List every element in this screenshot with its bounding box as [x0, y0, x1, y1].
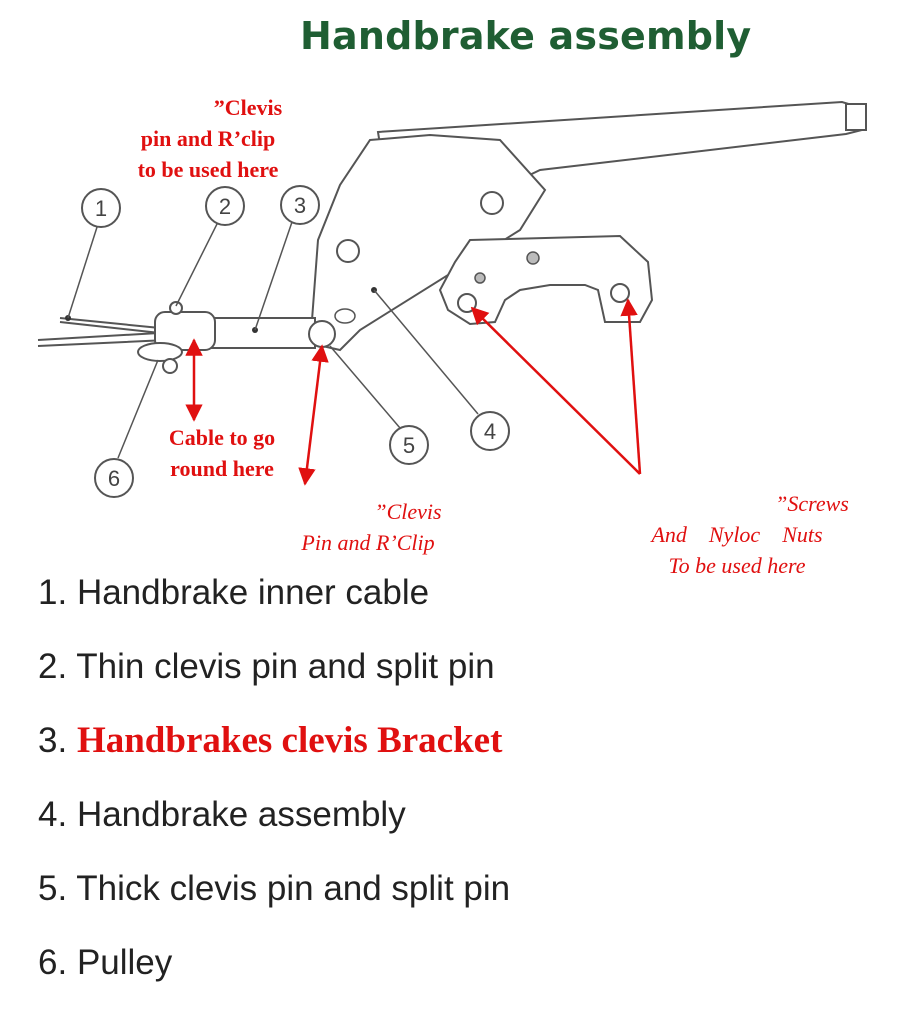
screw-arrow-left — [470, 306, 641, 475]
legend-text: Pulley — [76, 943, 173, 982]
svg-text:6: 6 — [108, 466, 120, 491]
note-line: ”Screws — [775, 491, 849, 516]
clevis-bracket — [204, 317, 316, 349]
note-cable: Cable to go round here — [152, 422, 292, 484]
svg-text:5: 5 — [403, 433, 415, 458]
legend-number: 1. — [38, 573, 68, 612]
annotation-arrows — [185, 298, 642, 486]
rivet — [474, 272, 486, 284]
note-clevis-top: ”Clevis pin and R’clip to be used here — [118, 92, 298, 185]
note-line: round here — [170, 456, 274, 481]
legend-number: 2. — [38, 647, 68, 686]
pulley-hub — [162, 358, 178, 374]
callout-6: 6 — [94, 458, 134, 498]
legend-text-highlight: Handbrakes clevis Bracket — [76, 720, 503, 761]
legend-item-6: 6. Pulley — [38, 938, 510, 1012]
rivet — [526, 251, 540, 265]
clevis-pin-arrow — [298, 344, 329, 486]
legend-item-3: 3. Handbrakes clevis Bracket — [38, 716, 510, 790]
note-line: ”Clevis — [213, 95, 283, 120]
callout-4: 4 — [470, 411, 510, 451]
note-clevis-bottom: ”Clevis Pin and R’Clip — [278, 496, 458, 558]
svg-text:4: 4 — [484, 419, 496, 444]
callout-3: 3 — [280, 185, 320, 225]
callout-2: 2 — [205, 186, 245, 226]
parts-legend: 1. Handbrake inner cable 2. Thin clevis … — [38, 568, 510, 1012]
pulley — [137, 342, 183, 362]
note-screws: ”Screws And Nyloc Nuts To be used here — [612, 488, 862, 581]
legend-number: 3. — [38, 721, 68, 760]
diagram-title: Handbrake assembly — [300, 14, 752, 58]
note-line: Pin and R’Clip — [301, 530, 435, 555]
ratchet-sector — [438, 234, 654, 326]
leader-lines — [67, 221, 479, 459]
split-pin — [334, 308, 356, 324]
thin-pin-head — [169, 301, 183, 315]
legend-item-1: 1. Handbrake inner cable — [38, 568, 510, 642]
note-line: pin and R’clip — [140, 126, 276, 151]
inner-cable — [37, 317, 211, 347]
pivot-hole-left — [336, 239, 360, 263]
callout-1: 1 — [81, 188, 121, 228]
legend-text: Handbrake inner cable — [76, 573, 430, 612]
pivot-hole-top — [480, 191, 504, 215]
note-line: ”Clevis — [374, 499, 442, 524]
handbrake-diagram: 1 2 3 4 5 6 — [37, 100, 867, 498]
svg-text:3: 3 — [294, 193, 306, 218]
svg-text:2: 2 — [219, 194, 231, 219]
thick-clevis-pin — [308, 320, 336, 348]
callout-5: 5 — [389, 425, 429, 465]
screw-arrow-right — [620, 298, 642, 475]
legend-item-4: 4. Handbrake assembly — [38, 790, 510, 864]
legend-text: Thick clevis pin and split pin — [76, 869, 511, 908]
legend-item-2: 2. Thin clevis pin and split pin — [38, 642, 510, 716]
note-line: To be used here — [668, 553, 806, 578]
legend-number: 6. — [38, 943, 68, 982]
legend-text: Thin clevis pin and split pin — [76, 647, 495, 686]
handbrake-body — [310, 133, 547, 352]
lever-grip-end — [845, 103, 867, 131]
note-line: to be used here — [137, 157, 279, 182]
svg-text:1: 1 — [95, 196, 107, 221]
mount-hole-right — [610, 283, 630, 303]
legend-number: 4. — [38, 795, 68, 834]
note-line: And Nyloc Nuts — [651, 522, 823, 547]
legend-number: 5. — [38, 869, 68, 908]
legend-item-5: 5. Thick clevis pin and split pin — [38, 864, 510, 938]
legend-text: Handbrake assembly — [76, 795, 406, 834]
note-line: Cable to go — [168, 425, 276, 450]
